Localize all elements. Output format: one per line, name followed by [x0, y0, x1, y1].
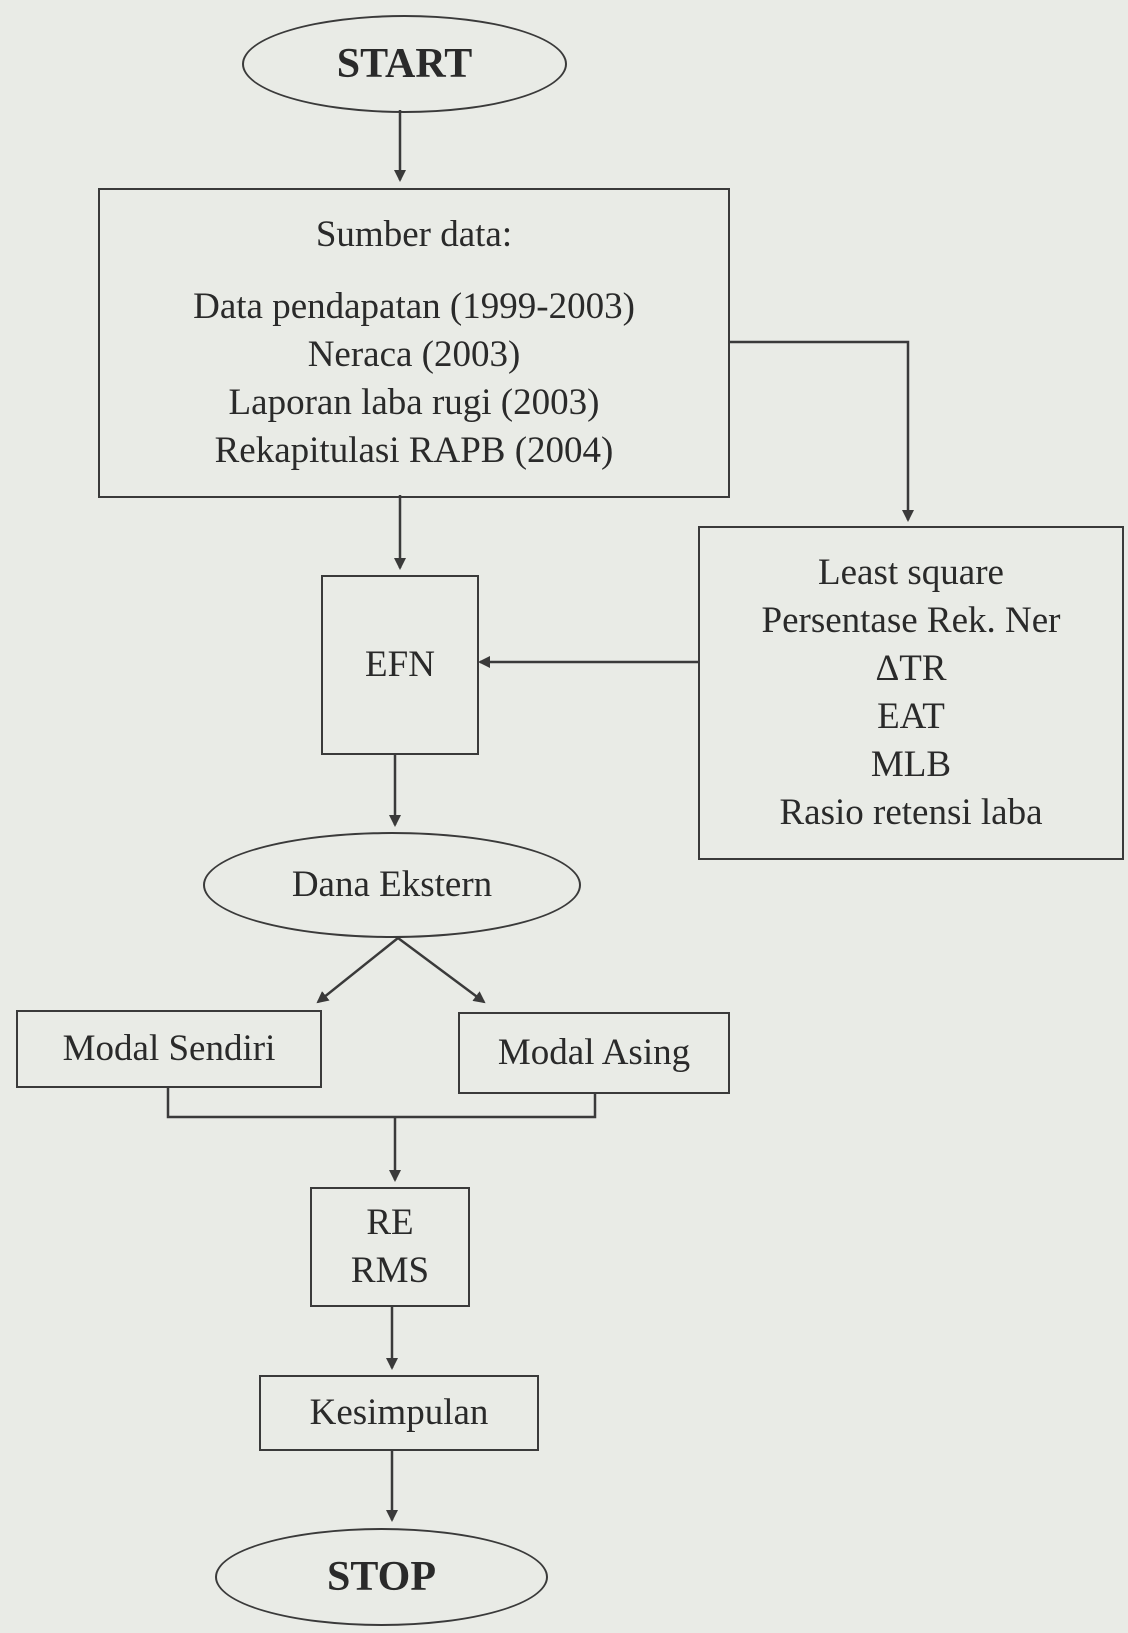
analysis-item: ΔTR [875, 648, 947, 689]
analysis-item: Persentase Rek. Ner [761, 600, 1061, 641]
conclusion-label: Kesimpulan [309, 1392, 489, 1433]
data-source-item: Data pendapatan (1999-2003) [193, 286, 635, 327]
external-funds-ellipse: Dana Ekstern [203, 832, 581, 938]
data-source-item: Laporan laba rugi (2003) [228, 382, 600, 423]
analysis-methods-box: Least square Persentase Rek. Ner ΔTR EAT… [698, 526, 1124, 860]
start-terminal: START [242, 15, 567, 113]
stop-terminal: STOP [215, 1528, 548, 1626]
external-funds-label: Dana Ekstern [291, 864, 493, 905]
own-capital-box: Modal Sendiri [16, 1010, 322, 1088]
ratio-label: RE [366, 1202, 414, 1243]
analysis-item: Least square [818, 552, 1004, 593]
own-capital-label: Modal Sendiri [62, 1028, 276, 1069]
data-sources-title: Sumber data: [315, 214, 513, 255]
ratios-box: RE RMS [310, 1187, 470, 1307]
analysis-item: EAT [877, 696, 945, 737]
arrow-external-to-foreign [397, 936, 486, 1004]
foreign-capital-label: Modal Asing [497, 1032, 691, 1073]
ratio-label: RMS [350, 1250, 430, 1291]
stop-label: STOP [327, 1554, 436, 1600]
merge-capital-line [166, 1087, 597, 1119]
arrow-external-to-own [316, 937, 399, 1004]
efn-box: EFN [321, 575, 479, 755]
data-source-item: Neraca (2003) [307, 334, 521, 375]
analysis-item: MLB [870, 744, 952, 785]
conclusion-box: Kesimpulan [259, 1375, 539, 1451]
arrow-sources-to-analysis [728, 340, 914, 522]
foreign-capital-box: Modal Asing [458, 1012, 730, 1094]
data-sources-box: Sumber data: Data pendapatan (1999-2003)… [98, 188, 730, 498]
data-source-item: Rekapitulasi RAPB (2004) [214, 430, 614, 471]
start-label: START [336, 41, 473, 87]
efn-label: EFN [365, 644, 435, 685]
analysis-item: Rasio retensi laba [779, 792, 1043, 833]
